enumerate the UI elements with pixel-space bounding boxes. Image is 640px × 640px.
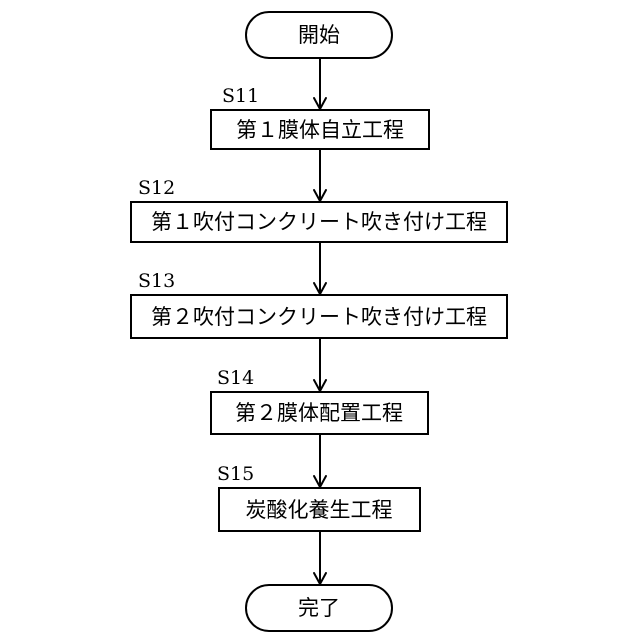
step-id-s12: S12 xyxy=(138,177,175,199)
step-id-s11: S11 xyxy=(222,85,259,107)
process-label-s12: 第１吹付コンクリート吹き付け工程 xyxy=(151,210,487,234)
process-label-s13: 第２吹付コンクリート吹き付け工程 xyxy=(151,305,487,329)
process-label-s11: 第１膜体自立工程 xyxy=(236,118,404,142)
step-id-s13: S13 xyxy=(138,270,175,292)
step-id-s14: S14 xyxy=(217,367,254,389)
step-id-s15: S15 xyxy=(217,463,254,485)
process-label-s15: 炭酸化養生工程 xyxy=(246,498,393,522)
end-terminal: 完了 xyxy=(246,585,392,631)
end-terminal-label: 完了 xyxy=(298,596,340,620)
process-step-s15: S15 炭酸化養生工程 xyxy=(217,463,420,531)
start-terminal: 開始 xyxy=(246,12,392,58)
start-terminal-label: 開始 xyxy=(298,23,340,47)
process-label-s14: 第２膜体配置工程 xyxy=(235,401,403,425)
